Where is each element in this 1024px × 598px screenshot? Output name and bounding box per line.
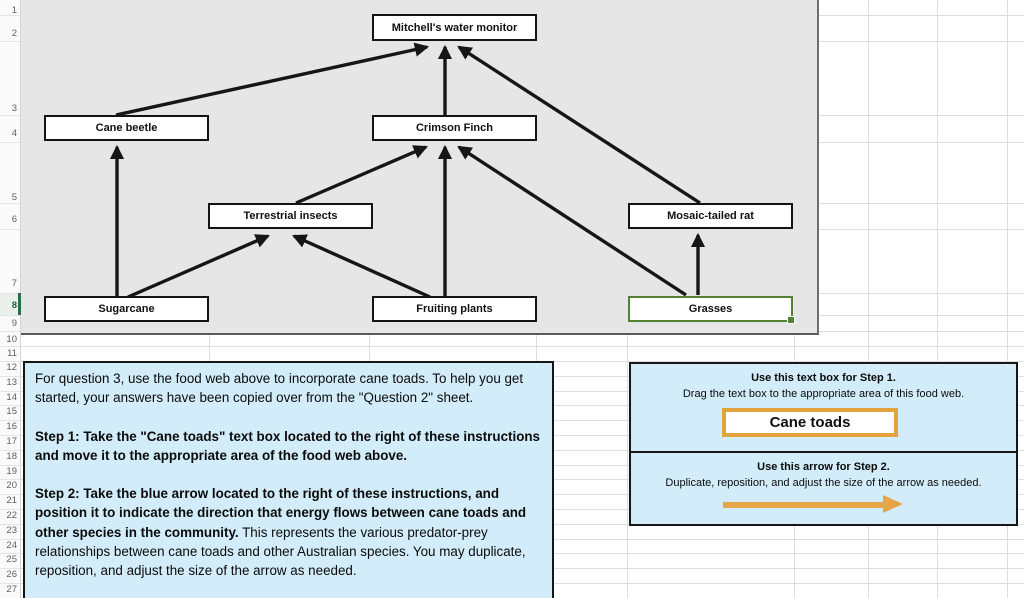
food-web-node-mosaic-tailed-rat[interactable]: Mosaic-tailed rat bbox=[628, 203, 793, 229]
row-header-4[interactable]: 4 bbox=[11, 128, 17, 139]
row-header-separator bbox=[0, 229, 20, 230]
food-web-node-grasses[interactable]: Grasses bbox=[628, 296, 795, 324]
row-header-separator bbox=[0, 391, 20, 392]
row-header-18[interactable]: 18 bbox=[6, 451, 17, 462]
instruction-paragraph-1: For question 3, use the food web above t… bbox=[35, 371, 524, 406]
gridline-v bbox=[937, 0, 938, 598]
gridline-v bbox=[868, 0, 869, 598]
selection-fill-handle[interactable] bbox=[787, 316, 795, 324]
gridline-h bbox=[20, 346, 1024, 347]
step2-panel-subtext: Duplicate, reposition, and adjust the si… bbox=[665, 477, 982, 489]
row-header-10[interactable]: 10 bbox=[6, 334, 17, 345]
row-header-7[interactable]: 7 bbox=[11, 278, 17, 289]
selected-row-accent-bar bbox=[18, 293, 21, 315]
row-header-22[interactable]: 22 bbox=[6, 510, 17, 521]
row-header-9[interactable]: 9 bbox=[11, 318, 17, 329]
row-header-separator bbox=[0, 293, 20, 294]
row-header-separator bbox=[0, 41, 20, 42]
food-web-node-mwm[interactable]: Mitchell's water monitor bbox=[372, 14, 537, 41]
row-header-separator bbox=[0, 331, 20, 332]
instructions-textbox: For question 3, use the food web above t… bbox=[23, 361, 554, 598]
row-header-separator bbox=[0, 405, 20, 406]
step2-panel-heading: Use this arrow for Step 2. bbox=[757, 461, 890, 473]
edge-terrestrial-insects-to-crimson-finch bbox=[295, 145, 428, 205]
row-header-27[interactable]: 27 bbox=[6, 584, 17, 595]
row-header-19[interactable]: 19 bbox=[6, 466, 17, 477]
arrow-shaft bbox=[723, 502, 885, 508]
row-header-3[interactable]: 3 bbox=[11, 103, 17, 114]
row-header-1[interactable]: 1 bbox=[11, 5, 17, 16]
row-header-separator bbox=[0, 465, 20, 466]
row-header-separator bbox=[0, 539, 20, 540]
food-web-node-terrestrial-insects[interactable]: Terrestrial insects bbox=[208, 203, 373, 229]
food-web-arrows bbox=[109, 42, 706, 299]
arrow-head bbox=[883, 495, 903, 513]
row-header-26[interactable]: 26 bbox=[6, 569, 17, 580]
edge-grasses-to-crimson-finch bbox=[457, 145, 687, 297]
row-header-14[interactable]: 14 bbox=[6, 392, 17, 403]
row-header-separator bbox=[0, 568, 20, 569]
row-header-separator bbox=[0, 115, 20, 116]
row-header-8[interactable]: 8 bbox=[11, 300, 17, 311]
row-header-separator bbox=[0, 376, 20, 377]
row-header-separator bbox=[0, 479, 20, 480]
row-header-20[interactable]: 20 bbox=[6, 480, 17, 491]
row-header-23[interactable]: 23 bbox=[6, 525, 17, 536]
selected-row-header-highlight bbox=[0, 293, 20, 315]
row-header-separator bbox=[0, 494, 20, 495]
row-header-separator bbox=[0, 435, 20, 436]
row-header-separator bbox=[0, 315, 20, 316]
edge-mosaic-tailed-rat-to-mwm bbox=[457, 45, 701, 205]
draggable-arrow-shape[interactable] bbox=[723, 495, 903, 514]
row-header-5[interactable]: 5 bbox=[11, 192, 17, 203]
row-header-25[interactable]: 25 bbox=[6, 554, 17, 565]
row-header-separator bbox=[0, 361, 20, 362]
row-header-13[interactable]: 13 bbox=[6, 377, 17, 388]
row-header-separator bbox=[0, 450, 20, 451]
food-web-node-sugarcane[interactable]: Sugarcane bbox=[44, 296, 209, 322]
row-header-separator bbox=[0, 203, 20, 204]
row-header-16[interactable]: 16 bbox=[6, 421, 17, 432]
row-header-2[interactable]: 2 bbox=[11, 28, 17, 39]
step1-panel-heading: Use this text box for Step 1. bbox=[751, 372, 896, 384]
row-header-11[interactable]: 11 bbox=[7, 348, 17, 359]
edge-sugarcane-to-terrestrial-insects bbox=[127, 234, 270, 299]
row-header-12[interactable]: 12 bbox=[6, 362, 17, 373]
row-header-separator bbox=[0, 553, 20, 554]
row-header-separator bbox=[0, 346, 20, 347]
row-header-24[interactable]: 24 bbox=[6, 540, 17, 551]
gridline-v bbox=[1007, 0, 1008, 598]
row-header-separator bbox=[0, 420, 20, 421]
instruction-paragraph-2: Step 1: Take the "Cane toads" text box l… bbox=[35, 428, 540, 463]
food-web-node-cane-beetle[interactable]: Cane beetle bbox=[44, 115, 209, 141]
row-header-21[interactable]: 21 bbox=[6, 495, 17, 506]
row-header-separator bbox=[0, 15, 20, 16]
row-header-6[interactable]: 6 bbox=[11, 214, 17, 225]
cane-toads-textbox[interactable]: Cane toads bbox=[722, 408, 898, 437]
row-header-separator bbox=[0, 142, 20, 143]
instruction-paragraph-3: Step 2: Take the blue arrow located to t… bbox=[35, 486, 527, 579]
row-header-separator bbox=[0, 509, 20, 510]
row-header-15[interactable]: 15 bbox=[6, 406, 17, 417]
food-web-node-crimson-finch[interactable]: Crimson Finch bbox=[372, 115, 537, 141]
row-header-17[interactable]: 17 bbox=[6, 436, 17, 447]
edge-fruiting-plants-to-terrestrial-insects bbox=[292, 234, 431, 299]
edge-cane-beetle-to-mwm bbox=[115, 42, 430, 117]
step2-panel: Use this arrow for Step 2. Duplicate, re… bbox=[629, 451, 1018, 526]
food-web-node-fruiting-plants[interactable]: Fruiting plants bbox=[372, 296, 537, 322]
step1-panel-subtext: Drag the text box to the appropriate are… bbox=[682, 388, 965, 400]
row-header-separator bbox=[0, 583, 20, 584]
row-header-separator bbox=[0, 524, 20, 525]
